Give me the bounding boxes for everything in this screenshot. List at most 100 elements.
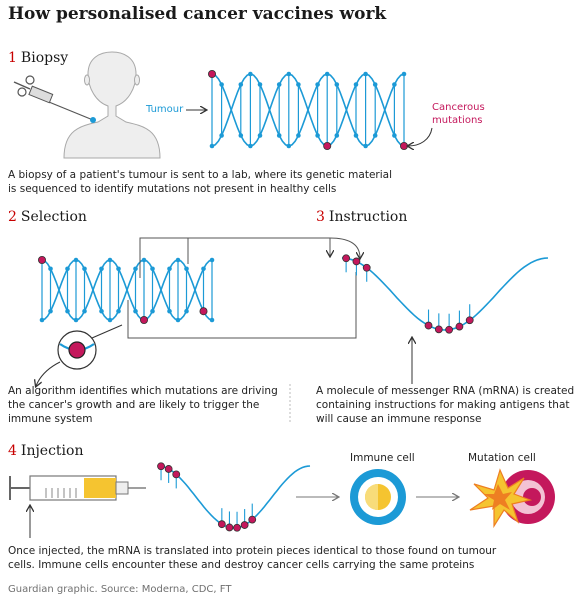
mutation-marker: [199, 307, 208, 316]
base-marker: [257, 133, 263, 138]
antigen-marker: [233, 523, 241, 532]
base-marker: [353, 133, 359, 138]
base-marker: [167, 266, 172, 272]
mutation-marker: [38, 255, 47, 264]
base-marker: [219, 82, 224, 87]
biopsy-description: A biopsy of a patient's tumour is sent t…: [8, 169, 392, 195]
step-label: Biopsy: [20, 50, 69, 66]
antigen-marker: [434, 325, 443, 334]
step-number: 1: [8, 50, 17, 66]
base-marker: [175, 317, 181, 323]
mutation-marker: [139, 315, 148, 324]
base-marker: [133, 266, 138, 272]
base-marker: [209, 257, 215, 263]
base-marker: [363, 143, 368, 149]
base-marker: [315, 82, 320, 87]
biopsy-syringe-icon: [13, 75, 96, 123]
mutation-cell-label: Mutation cell: [468, 452, 536, 464]
antigen-marker: [465, 316, 474, 325]
base-marker: [363, 71, 368, 77]
antigen-marker: [217, 520, 226, 529]
injected-mrna-strand: [157, 462, 311, 532]
page-title: How personalised cancer vaccines work: [8, 4, 387, 24]
base-marker: [48, 266, 53, 272]
base-marker: [48, 308, 53, 314]
source-footer: Guardian graphic. Source: Moderna, CDC, …: [8, 584, 232, 595]
antigen-marker: [248, 515, 257, 524]
base-marker: [238, 82, 244, 87]
selected-mutation-magnifier: [57, 324, 123, 370]
base-marker: [372, 82, 378, 87]
antigen-marker: [362, 263, 371, 272]
base-marker: [276, 82, 282, 87]
base-marker: [315, 133, 320, 138]
base-marker: [73, 257, 79, 263]
base-marker: [73, 317, 79, 323]
injection-syringe-icon: [9, 475, 146, 501]
step-number: 3: [316, 209, 325, 225]
step-label: Selection: [20, 209, 87, 225]
base-marker: [401, 71, 407, 77]
mutation-marker: [207, 70, 216, 79]
base-marker: [286, 71, 292, 77]
base-marker: [372, 133, 378, 138]
base-marker: [65, 308, 70, 314]
base-marker: [116, 266, 121, 272]
base-marker: [150, 266, 155, 272]
mutation-marker: [399, 141, 408, 150]
tumour-label: Tumour: [146, 104, 184, 115]
base-marker: [248, 143, 253, 149]
mutations-arrow: [408, 127, 433, 146]
base-marker: [296, 82, 301, 87]
antigen-marker: [342, 254, 351, 263]
base-marker: [82, 308, 87, 314]
selection-dna-helix: [38, 255, 215, 324]
antigen-marker: [157, 462, 165, 471]
immune-cell-icon: [350, 469, 406, 525]
antigen-marker: [424, 321, 433, 330]
base-marker: [353, 82, 359, 87]
base-marker: [209, 317, 215, 323]
base-marker: [184, 266, 189, 272]
antigen-marker: [240, 521, 249, 529]
antigen-marker: [352, 257, 361, 266]
base-marker: [296, 133, 301, 138]
base-marker: [150, 308, 155, 314]
mrna-strand: [341, 254, 549, 334]
step-number: 2: [8, 209, 17, 225]
selection-description: An algorithm identifies which mutations …: [8, 385, 278, 425]
base-marker: [257, 82, 263, 87]
base-marker: [82, 266, 87, 272]
base-marker: [248, 71, 253, 77]
antigen-marker: [225, 523, 234, 532]
base-marker: [39, 317, 45, 323]
base-marker: [65, 266, 70, 272]
antigen-marker: [172, 470, 181, 479]
instruction-description: A molecule of messenger RNA (mRNA) is cr…: [316, 385, 575, 425]
base-marker: [334, 133, 340, 138]
base-marker: [334, 82, 340, 87]
base-marker: [99, 266, 104, 272]
base-marker: [276, 133, 282, 138]
patient-illustration: [63, 51, 161, 159]
antigen-marker: [445, 325, 454, 334]
base-marker: [286, 143, 292, 149]
mutation-cell-icon: [469, 468, 555, 529]
cancerous-label-line1: Cancerous: [432, 102, 485, 113]
selection-arrow: [36, 361, 61, 386]
step-label: Injection: [20, 443, 84, 459]
base-marker: [107, 317, 113, 323]
injection-description: Once injected, the mRNA is translated in…: [8, 545, 497, 571]
cancerous-label-line2: mutations: [432, 115, 483, 126]
base-marker: [392, 133, 397, 138]
base-marker: [116, 308, 121, 314]
base-marker: [219, 133, 224, 138]
connector-arrow-top: [139, 237, 330, 278]
connector-bracket: [127, 272, 357, 339]
immune-cell-label: Immune cell: [350, 452, 415, 464]
